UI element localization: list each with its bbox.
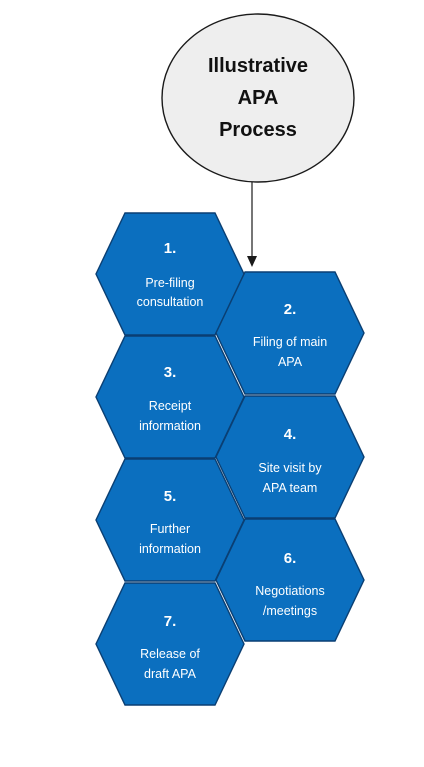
step-5-hexagon [95,458,245,582]
step-7: 7. Release of draft APA [95,582,245,706]
step-3-label-line-2: information [139,419,201,433]
step-3-label-line-1: Receipt [149,399,192,413]
arrow-head [247,256,257,267]
step-3-number: 3. [164,364,177,381]
step-7-label-line-2: draft APA [144,667,197,681]
step-2-number: 2. [284,301,297,318]
step-6-hexagon [215,518,365,642]
step-6-label-line-2: /meetings [263,604,317,618]
title-ellipse [161,13,355,183]
step-4-number: 4. [284,426,297,443]
step-5-label-line-2: information [139,542,201,556]
title-line-3: Process [219,119,297,141]
step-1-label-line-1: Pre-filing [145,276,194,290]
step-1-label-line-2: consultation [137,295,204,309]
step-4-hexagon [215,395,365,519]
step-2: 2. Filing of main APA [215,271,365,395]
step-6-number: 6. [284,550,297,567]
step-5: 5. Further information [95,458,245,582]
step-4: 4. Site visit by APA team [215,395,365,519]
step-2-hexagon [215,271,365,395]
step-5-label-line-1: Further [150,522,190,536]
connector-arrow [247,182,257,267]
step-7-number: 7. [164,613,177,630]
title-node: Illustrative APA Process [161,13,355,183]
step-7-hexagon [95,582,245,706]
step-1-hexagon [95,212,245,336]
step-6: 6. Negotiations /meetings [215,518,365,642]
step-2-label-line-2: APA [278,355,303,369]
title-line-2: APA [238,87,279,109]
title-line-1: Illustrative [208,55,308,77]
step-4-label-line-1: Site visit by [258,461,322,475]
step-7-label-line-1: Release of [140,647,200,661]
step-1-number: 1. [164,240,177,257]
step-1: 1. Pre-filing consultation [95,212,245,336]
step-6-label-line-1: Negotiations [255,584,325,598]
step-5-number: 5. [164,488,177,505]
step-3-hexagon [95,335,245,459]
step-4-label-line-2: APA team [263,481,318,495]
step-2-label-line-1: Filing of main [253,335,327,349]
step-3: 3. Receipt information [95,335,245,459]
